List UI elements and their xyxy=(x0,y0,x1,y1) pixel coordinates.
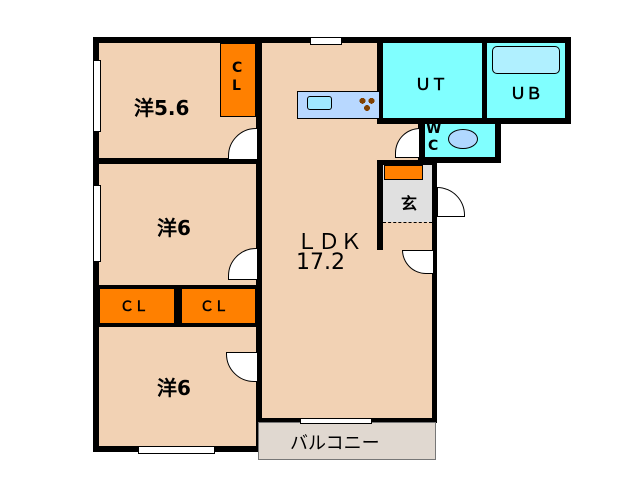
closet-right xyxy=(181,288,256,324)
window xyxy=(310,37,342,45)
closet-top-label-c: C xyxy=(232,60,243,76)
bath-label: ＵＢ xyxy=(510,84,543,103)
closet-right-label: ＣＬ xyxy=(200,299,228,315)
closet-left xyxy=(99,288,175,324)
stove-icon xyxy=(358,96,376,112)
window xyxy=(93,185,101,262)
utility-label: ＵＴ xyxy=(415,75,448,94)
closet-top xyxy=(220,43,256,117)
balcony-label: バルコニー xyxy=(290,433,380,454)
ldk-label: ＬＤＫ xyxy=(296,230,363,255)
utility-room xyxy=(383,43,482,118)
window xyxy=(300,418,372,424)
bedroom-3-label: 洋6 xyxy=(157,376,191,400)
toilet-icon xyxy=(448,129,478,149)
balcony xyxy=(258,422,436,460)
ldk-size: 17.2 xyxy=(296,250,345,275)
shoe-cabinet xyxy=(384,165,423,180)
window xyxy=(93,60,101,132)
closet-left-label: ＣＬ xyxy=(120,299,148,315)
bedroom-2-label: 洋6 xyxy=(157,216,191,240)
entrance-step xyxy=(383,222,432,250)
sink-icon xyxy=(307,96,332,110)
bathtub xyxy=(492,46,560,74)
entrance-door[interactable] xyxy=(437,187,465,217)
closet-top-label-l: L xyxy=(232,78,241,94)
entrance-label: 玄 xyxy=(401,194,418,213)
window xyxy=(138,446,215,454)
wc-label-w: W xyxy=(426,121,442,137)
ldk-extension xyxy=(383,250,432,418)
wc-label-c: C xyxy=(428,138,439,154)
bedroom-3 xyxy=(99,327,256,446)
bedroom-1-label: 洋5.6 xyxy=(134,96,190,120)
